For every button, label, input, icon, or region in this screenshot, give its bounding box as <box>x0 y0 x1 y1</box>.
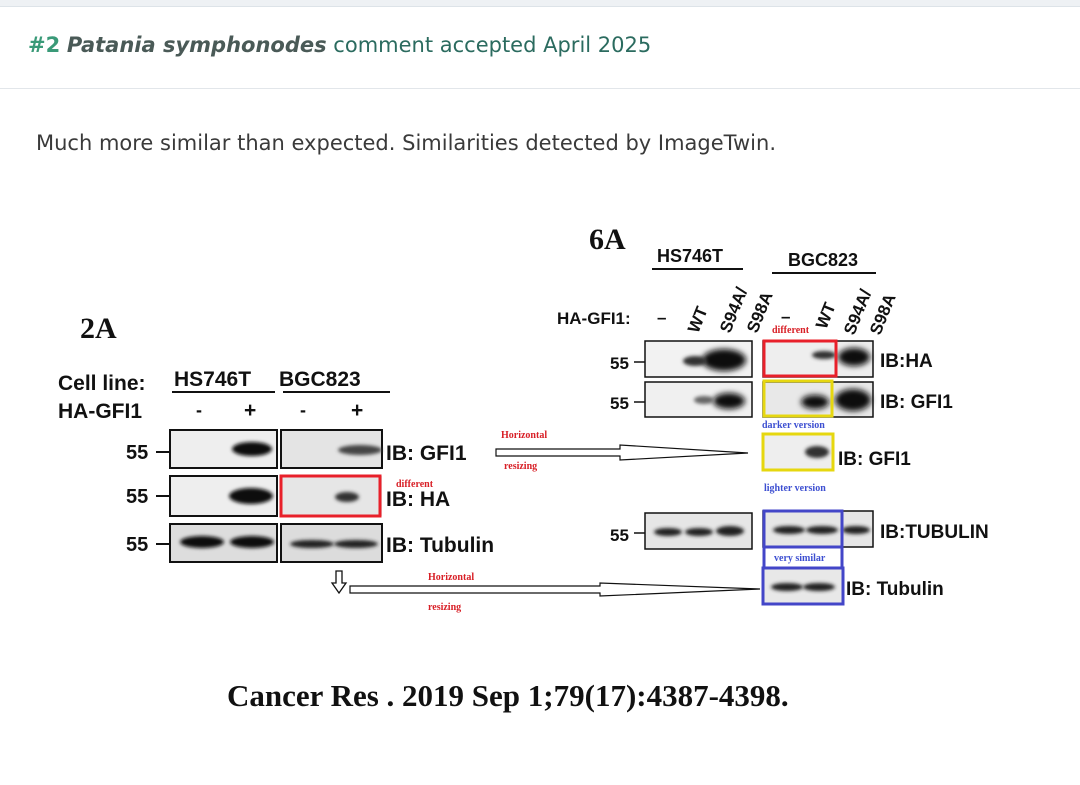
band <box>805 446 829 458</box>
citation: Cancer Res . 2019 Sep 1;79(17):4387-4398… <box>227 678 789 713</box>
blot-label-ha: IB:HA <box>880 351 933 372</box>
panel-6a-title: 6A <box>589 223 626 256</box>
blot-label-tubulin: IB: Tubulin <box>386 534 494 557</box>
mw-marker: 55 <box>126 486 148 508</box>
mw-marker: 55 <box>610 394 629 413</box>
panel-2a-title: 2A <box>80 312 117 345</box>
comment-header: #2 Patania symphonodes comment accepted … <box>0 7 1080 89</box>
band <box>835 389 871 411</box>
lane-3-label: - <box>300 400 306 420</box>
blot-label-tubulin: IB:TUBULIN <box>880 522 989 543</box>
band <box>335 492 359 502</box>
band <box>801 395 829 409</box>
band <box>773 526 805 534</box>
lane-label: – <box>781 307 790 326</box>
band <box>806 526 838 534</box>
highlight-different-red <box>762 339 838 378</box>
highlight-darker-yellow <box>762 379 834 418</box>
lane-label: WT <box>684 303 712 335</box>
band <box>232 442 272 456</box>
lane-1-label: - <box>196 400 202 420</box>
band <box>812 351 836 359</box>
band <box>771 583 803 591</box>
ha-gfi1-label: HA-GFI1: <box>557 309 631 328</box>
band <box>694 396 714 404</box>
highlight-different-red <box>279 474 382 518</box>
blot-gfi1-hs746t <box>169 429 278 469</box>
band <box>290 540 334 548</box>
band <box>683 356 707 366</box>
annotation-darker: darker version <box>762 420 825 431</box>
band <box>338 445 382 455</box>
species-link[interactable]: Patania symphonodes <box>66 33 327 57</box>
band <box>713 393 745 409</box>
annotation-different: different <box>396 479 434 490</box>
highlight-lighter-yellow <box>761 432 835 472</box>
resize-arrow-top-icon <box>495 444 749 461</box>
annotation-lighter: lighter version <box>764 483 826 494</box>
cell-line-hs746t: HS746T <box>174 368 251 391</box>
comment-summary: Much more similar than expected. Similar… <box>36 131 777 155</box>
arrow-bottom-label-2: resizing <box>428 602 461 613</box>
arrow-top-label-1: Horizontal <box>501 430 547 441</box>
comment-number[interactable]: #2 <box>28 33 61 57</box>
annotation-different: different <box>772 325 810 336</box>
extra-blot-label-gfi1: IB: GFI1 <box>838 449 911 470</box>
lane-label: WT <box>812 299 840 331</box>
cell-line-label: Cell line: <box>58 372 146 395</box>
band <box>654 528 682 536</box>
top-border-bar <box>0 0 1080 7</box>
cell-line-bgc823: BGC823 <box>279 368 361 391</box>
comment-status: comment accepted April 2025 <box>333 33 652 57</box>
cell-line-bgc823: BGC823 <box>788 250 858 270</box>
blot-label-gfi1: IB: GFI1 <box>386 442 467 465</box>
comparison-figure: 2A Cell line: HS746T BGC823 HA-GFI1 - + … <box>58 223 989 713</box>
highlight-similar-blue <box>761 566 845 606</box>
lane-2-label: + <box>244 399 256 422</box>
down-arrow-icon <box>330 570 348 595</box>
highlight-similar-blue <box>762 509 844 549</box>
lane-4-label: + <box>351 399 363 422</box>
mw-marker: 55 <box>126 534 148 556</box>
cell-line-hs746t: HS746T <box>657 246 723 266</box>
band <box>838 348 870 366</box>
resize-arrow-bottom-icon <box>349 582 761 597</box>
band <box>334 540 378 548</box>
band <box>685 528 713 536</box>
blot-label-gfi1: IB: GFI1 <box>880 392 953 413</box>
comment-title: #2 Patania symphonodes comment accepted … <box>28 33 651 57</box>
blot-ha-bgc823 <box>281 476 382 516</box>
band <box>803 583 835 591</box>
lane-label: – <box>657 308 666 327</box>
arrow-top-label-2: resizing <box>504 461 537 472</box>
mw-marker: 55 <box>610 354 629 373</box>
extra-blot-label-tubulin: IB: Tubulin <box>846 579 944 600</box>
mw-marker: 55 <box>610 526 629 545</box>
band <box>716 526 744 536</box>
annotation-similar: very similar <box>774 553 826 564</box>
ha-gfi1-label: HA-GFI1 <box>58 400 142 423</box>
band <box>229 488 273 504</box>
band <box>180 536 224 548</box>
mw-marker: 55 <box>126 442 148 464</box>
arrow-bottom-label-1: Horizontal <box>428 572 474 583</box>
band <box>702 349 746 371</box>
band <box>230 536 274 548</box>
blot-label-ha: IB: HA <box>386 488 450 511</box>
band <box>842 526 870 534</box>
